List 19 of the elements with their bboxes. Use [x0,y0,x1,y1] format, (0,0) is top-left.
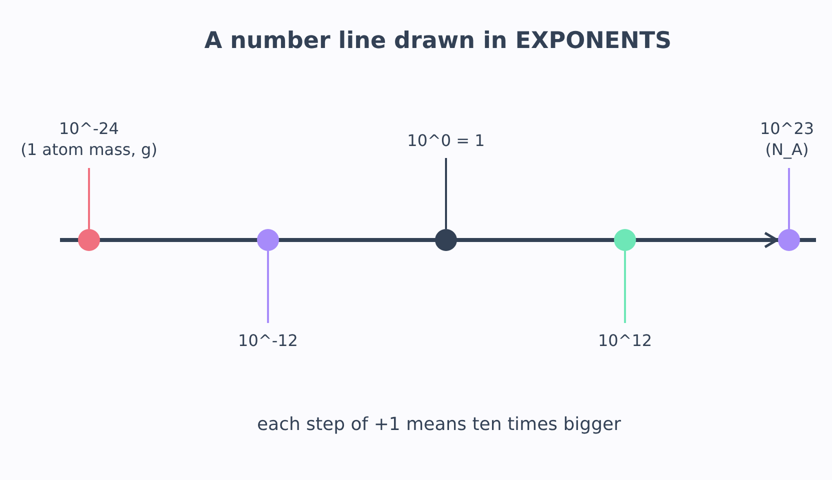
value-label: (N_A) [764,139,810,160]
value-label: 10^-12 [237,330,299,351]
value-label: (1 atom mass, g) [20,139,158,160]
value-label: 10^12 [596,330,654,351]
value-label: 10^0 = 1 [406,130,486,151]
point-marker [435,229,457,251]
leader-line [88,168,90,229]
point-marker [778,229,800,251]
point-marker [257,229,279,251]
leader-line [624,251,626,323]
caption: each step of +1 means ten times bigger [256,414,622,435]
point-marker [614,229,636,251]
value-label: 10^-24 [58,118,120,139]
leader-line [445,158,447,229]
leader-line [788,168,790,229]
value-label: 10^23 [758,118,816,139]
diagram-title: A number line drawn in EXPONENTS [203,28,673,54]
point-marker [78,229,100,251]
leader-line [267,251,269,323]
